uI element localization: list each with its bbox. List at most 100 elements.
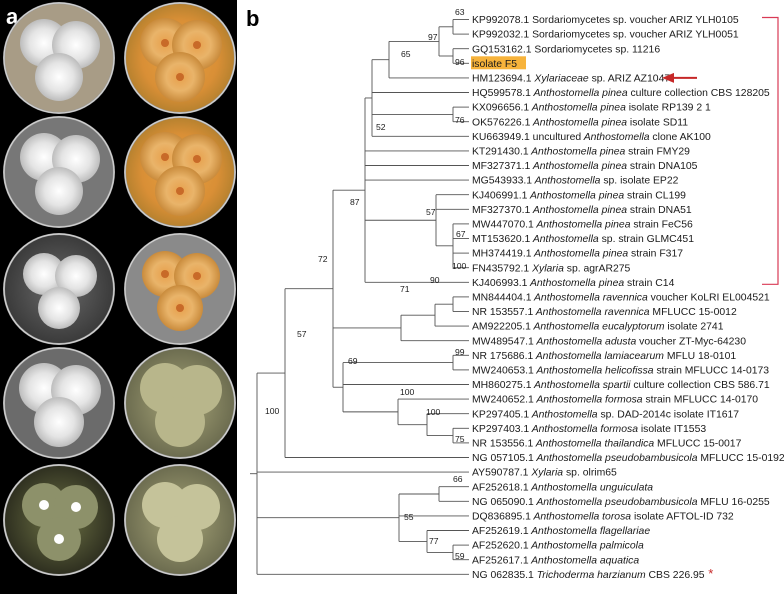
leaf-label: KP992078.1 Sordariomycetes sp. voucher A… (472, 15, 739, 26)
highlight-box (471, 56, 526, 70)
strain-info: strain CL199 (624, 190, 686, 201)
species-name: Anthostomella pseudobambusicola (534, 453, 698, 464)
strain-info: sp. DAD-2014c isolate IT1617 (598, 409, 740, 420)
strain-info: Sordariomycetes sp. voucher ARIZ YLH0051 (529, 30, 739, 41)
accession: KX096656.1 (472, 103, 529, 114)
accession: KT291430.1 (472, 147, 529, 158)
strain-info: sp. strain GLMC451 (599, 234, 695, 245)
accession: KP992078.1 (472, 15, 529, 26)
fungal-colony (35, 53, 83, 101)
strain-info: strain FeC56 (630, 220, 693, 231)
accession: AY590787.1 (472, 468, 529, 479)
outgroup-star: * (705, 566, 714, 581)
species-name: Anthostomella pinea (532, 249, 629, 260)
strain-info: sp. isolate EP22 (600, 176, 678, 187)
bootstrap-value: 100 (265, 406, 280, 416)
species-name: Anthostomella pinea (530, 205, 627, 216)
leaf-label: HQ599578.1 Anthostomella pinea culture c… (472, 88, 770, 99)
strain-info: isolate RP139 2 1 (626, 103, 711, 114)
species-name: Anthostomella pinea (527, 190, 624, 201)
petri-dish (3, 2, 115, 114)
strain-info: culture collection CBS 128205 (628, 88, 770, 99)
species-name: Anthostomella pinea (530, 161, 627, 172)
accession: FN435792.1 (472, 263, 529, 274)
species-name: Anthostomella flagellariae (529, 526, 651, 537)
strain-info: sp. olrim65 (563, 468, 617, 479)
accession: MW447070.1 (472, 220, 534, 231)
accession: HM123694.1 (472, 74, 532, 85)
accession: MW240653.1 (472, 366, 534, 377)
accession: MH860275.1 (472, 380, 532, 391)
accession: OK576226.1 (472, 117, 531, 128)
accession: MF327371.1 (472, 161, 531, 172)
fungal-colony (155, 397, 205, 447)
petri-dish (124, 233, 236, 345)
bootstrap-value: 69 (348, 356, 358, 366)
accession: HQ599578.1 (472, 88, 531, 99)
leaf-label: MF327370.1 Anthostomella pinea strain DN… (472, 205, 692, 216)
leaf-label: GQ153162.1 Sordariomycetes sp. 11216 (472, 44, 660, 55)
bootstrap-value: 97 (428, 32, 438, 42)
accession: DQ836895.1 (472, 512, 531, 523)
petri-dish (124, 464, 236, 576)
strain-info: strain MFLUCC 14-0173 (654, 366, 770, 377)
species-name: Anthostomella (581, 132, 650, 143)
leaf-label: MW240653.1 Anthostomella helicofissa str… (472, 366, 769, 377)
leaf-label: AY590787.1 Xylaria sp. olrim65 (472, 468, 617, 479)
strain-info: MFLU 16-0255 (697, 497, 769, 508)
bootstrap-value: 57 (297, 329, 307, 339)
fungal-colony (38, 287, 80, 329)
species-name: Anthostomella pinea (531, 88, 628, 99)
species-name: Trichoderma harzianum (534, 570, 646, 581)
bootstrap-value: 65 (401, 49, 411, 59)
leaf-label: MT153620.1 Anthostomella sp. strain GLMC… (472, 234, 694, 245)
clade-bracket (762, 16, 779, 285)
petri-dish (3, 233, 115, 345)
petri-dish (124, 347, 236, 459)
strain-info: isolate SD11 (627, 117, 688, 128)
strain-info: Sordariomycetes sp. voucher ARIZ YLH0105 (529, 15, 739, 26)
fungal-colony (34, 397, 84, 447)
fungal-colony (157, 516, 203, 562)
leaf-label: NG 062835.1 Trichoderma harzianum CBS 22… (472, 566, 713, 581)
accession: AF252620.1 (472, 541, 529, 552)
species-name: Anthostomella (532, 176, 601, 187)
accession: KJ406991.1 (472, 190, 528, 201)
bootstrap-value: 55 (404, 512, 414, 522)
leaf-label: MH374419.1 Anthostomella pinea strain F3… (472, 249, 683, 260)
leaf-label: AF252617.1 Anthostomella aquatica (472, 555, 639, 566)
leaf-label: KJ406993.1 Anthostomella pinea strain C1… (472, 278, 675, 289)
species-name: Anthostomella pinea (527, 278, 624, 289)
bootstrap-value: 59 (455, 551, 465, 561)
species-name: Anthostomella pseudobambusicola (534, 497, 698, 508)
strain-info: voucher ZT-Myc-64230 (636, 336, 746, 347)
leaf-label: AM922205.1 Anthostomella eucalyptorum is… (472, 322, 724, 333)
leaf-label: MW447070.1 Anthostomella pinea strain Fe… (472, 220, 693, 231)
panel-b-label: b (246, 6, 260, 31)
leaf-label: AF252619.1 Anthostomella flagellariae (472, 526, 650, 537)
petri-dish-photos (3, 2, 236, 576)
fungal-colony (23, 253, 65, 295)
strain-info: strain C14 (624, 278, 674, 289)
leaf-label: MN844404.1 Anthostomella ravennica vouch… (472, 293, 770, 304)
accession: NR 153557.1 (472, 307, 533, 318)
strain-info: sp. agrAR275 (564, 263, 631, 274)
leaf-label: MW489547.1 Anthostomella adusta voucher … (472, 336, 746, 347)
species-name: Anthostomella (530, 234, 599, 245)
leaf-label: NG 057105.1 Anthostomella pseudobambusic… (472, 453, 784, 464)
strain-info: MFLUCC 15-0017 (654, 439, 741, 450)
strain-info: MFLUCC 15-0192 (697, 453, 784, 464)
bootstrap-value: 71 (400, 284, 410, 294)
species-name: Anthostomella pinea (530, 117, 627, 128)
species-name: Anthostomella (529, 409, 598, 420)
bootstrap-value: 99 (455, 347, 465, 357)
bootstrap-value: 77 (429, 536, 439, 546)
tree-branches (250, 19, 469, 575)
species-name: Anthostomella pinea (529, 103, 626, 114)
strain-info: strain FMY29 (625, 147, 690, 158)
species-name: Anthostomella aquatica (529, 555, 640, 566)
leaf-label: KP992032.1 Sordariomycetes sp. voucher A… (472, 30, 739, 41)
strain-info: strain MFLUCC 14-0170 (643, 395, 759, 406)
species-name: Xylaria (528, 468, 563, 479)
